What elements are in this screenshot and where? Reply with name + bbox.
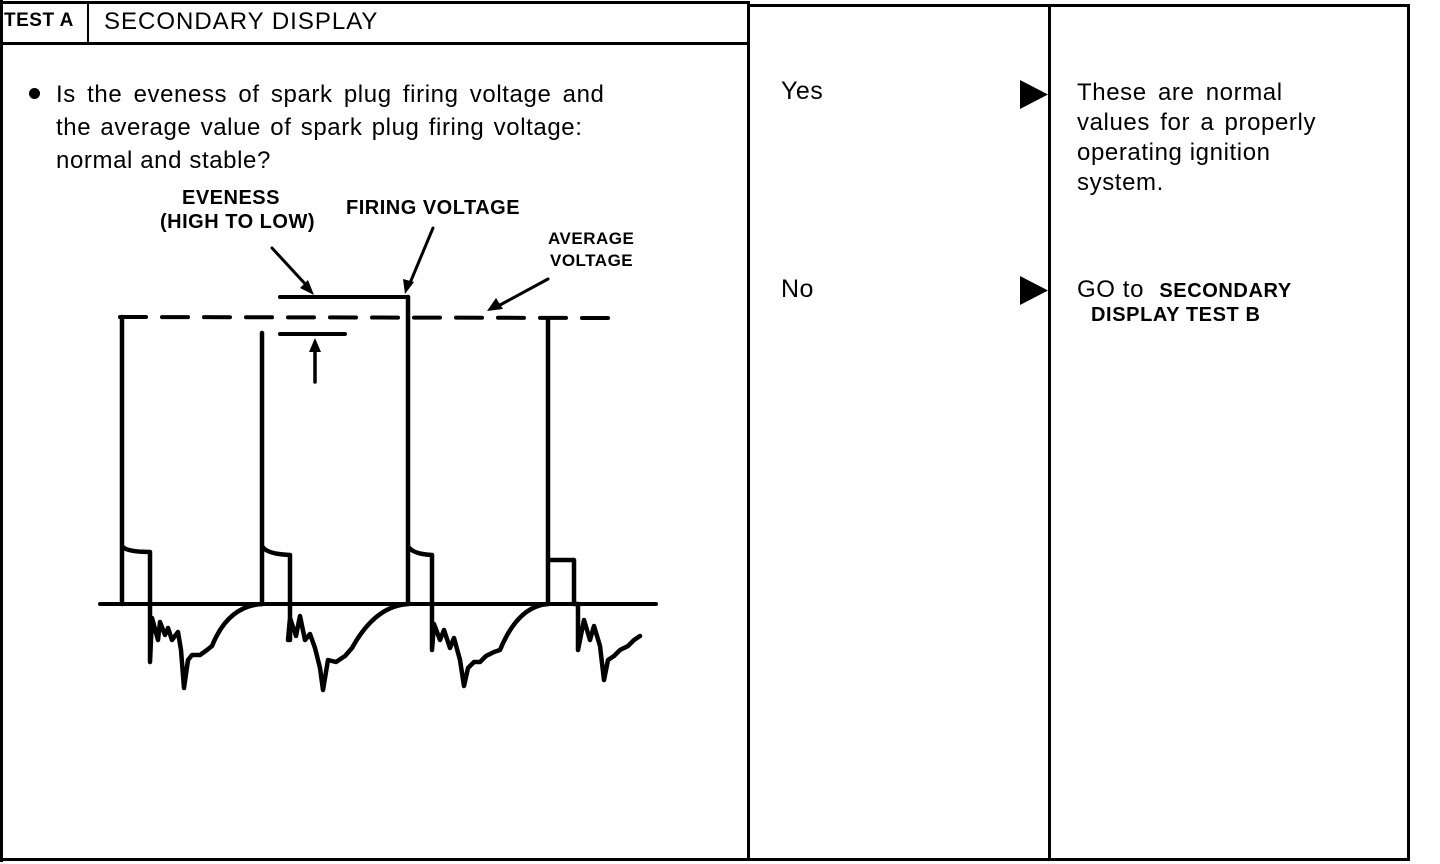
average-voltage-label-sub: VOLTAGE — [550, 251, 634, 270]
frame-right-border — [1407, 4, 1410, 861]
test-label: TEST A — [4, 10, 74, 31]
firing-arrowhead — [403, 279, 414, 294]
eveness-arrowhead — [300, 280, 314, 295]
answer-no: No — [781, 275, 814, 303]
eveness-label: EVENESS — [182, 187, 280, 209]
waveform-cylinder-3 — [405, 294, 551, 689]
goto-reference-cont[interactable]: DISPLAY TEST B — [1091, 304, 1261, 326]
column-divider-1 — [747, 1, 750, 861]
yes-result-line: system. — [1077, 169, 1164, 196]
right-triangle-arrow-icon — [1020, 80, 1048, 109]
answer-yes: Yes — [781, 77, 824, 105]
header-label-divider — [87, 1, 89, 43]
right-triangle-arrow-icon — [1020, 276, 1048, 305]
question-text: Is the eveness of spark plug firing volt… — [56, 78, 676, 177]
no-result-text: GO to SECONDARY — [1077, 276, 1292, 304]
yes-result-line: These are normal — [1077, 79, 1283, 106]
eveness-leader-line — [270, 246, 310, 289]
question-line: Is the eveness of spark plug firing volt… — [56, 81, 605, 108]
average-leader-line — [498, 277, 550, 307]
firing-voltage-label: FIRING VOLTAGE — [346, 197, 521, 219]
question-line: normal and stable? — [56, 147, 271, 174]
average-arrowhead — [487, 298, 503, 311]
bullet-dot-icon — [29, 88, 40, 99]
frame-bottom-border — [0, 858, 1410, 861]
column-divider-2 — [1048, 4, 1051, 861]
yes-result-line: values for a properly — [1077, 109, 1317, 136]
goto-prefix: GO to — [1077, 276, 1145, 303]
waveform-cylinder-4 — [545, 316, 643, 683]
firing-leader-line — [408, 226, 435, 285]
page-title: SECONDARY DISPLAY — [104, 8, 379, 35]
secondary-waveform-diagram — [98, 226, 658, 693]
header-bottom-rule — [0, 42, 750, 45]
question-line: the average value of spark plug firing v… — [56, 114, 583, 141]
frame-left-border — [0, 0, 3, 862]
waveform-cylinder-1 — [119, 314, 265, 691]
frame-top-border-left — [0, 1, 750, 4]
average-voltage-dashed-line — [118, 315, 614, 320]
eveness-label-sub: (HIGH TO LOW) — [160, 211, 315, 233]
average-voltage-label: AVERAGE — [548, 229, 635, 248]
eveness-up-arrowhead — [309, 338, 321, 352]
goto-reference[interactable]: SECONDARY — [1159, 280, 1292, 302]
eveness-label-line: (HIGH TO LOW) — [160, 211, 315, 233]
waveform-cylinder-2 — [259, 330, 411, 693]
eveness-label-line: EVENESS — [182, 187, 280, 209]
yes-result-line: operating ignition — [1077, 139, 1271, 166]
frame-top-border-right — [750, 4, 1410, 7]
yes-result-text: These are normal values for a properly o… — [1077, 78, 1316, 198]
